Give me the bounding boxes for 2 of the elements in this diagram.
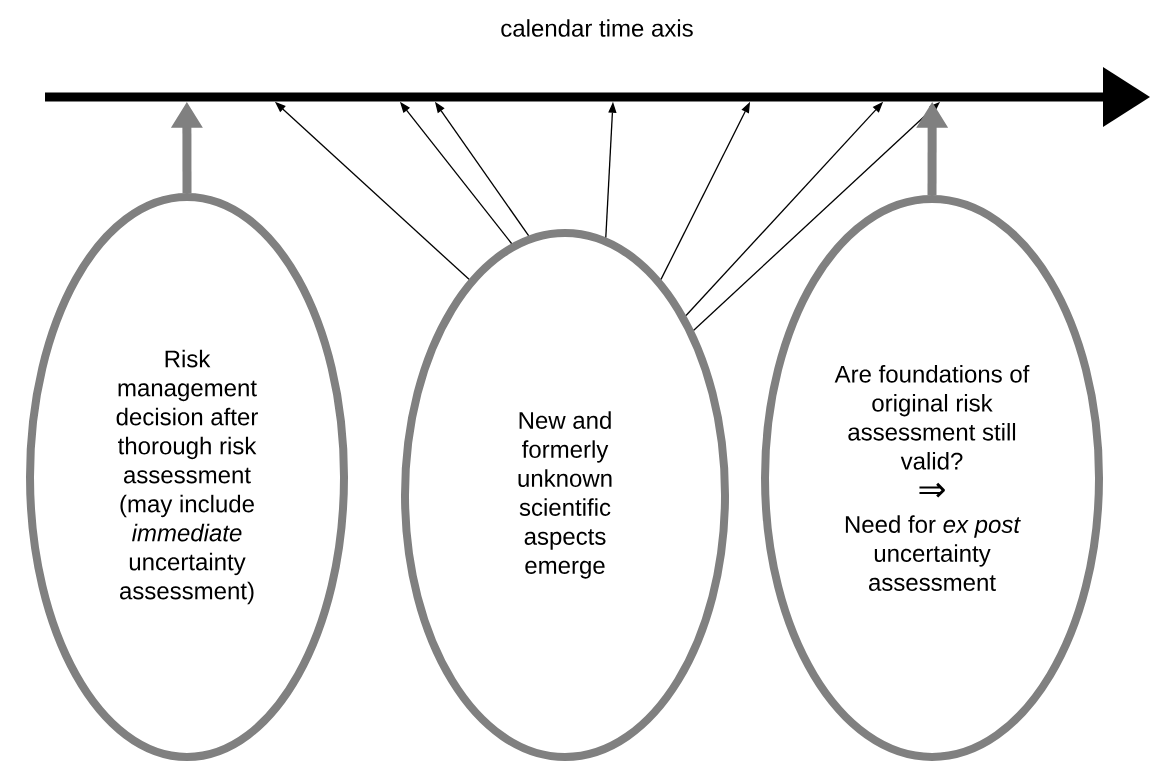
axis-title: calendar time axis <box>501 19 693 37</box>
time-axis-arrow <box>45 67 1150 127</box>
